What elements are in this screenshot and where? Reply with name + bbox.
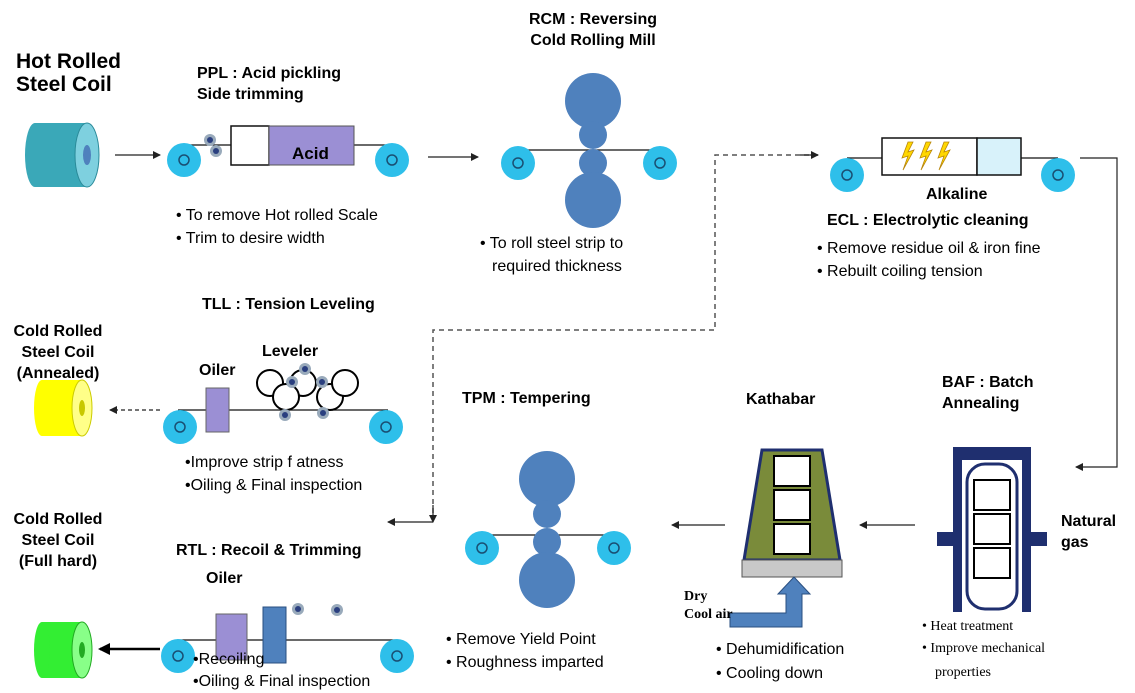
- baf-note-2: • Improve mechanical: [922, 641, 1046, 656]
- tll-line: [163, 363, 403, 444]
- ecl-line: [830, 137, 1075, 192]
- electrode-bolt-icon: [901, 141, 951, 171]
- ppl-line: [167, 125, 409, 177]
- tll-title: TLL : Tension Leveling: [202, 296, 375, 313]
- ecl-note-1: • Remove residue oil & iron fine: [817, 240, 1041, 257]
- tpm-title: TPM : Tempering: [462, 390, 591, 407]
- baf-furnace: [937, 447, 1047, 612]
- full-hard-coil-icon: [34, 621, 93, 679]
- rtl-line: [161, 603, 414, 673]
- kathabar-note-1: • Dehumidification: [716, 641, 845, 658]
- dry-cool-air-label: Dry Cool air: [684, 589, 733, 623]
- ppl-title: PPL : Acid pickling Side trimming: [197, 65, 342, 103]
- full-hard-coil-label: Cold Rolled Steel Coil (Full hard): [13, 511, 103, 570]
- rtl-title: RTL : Recoil & Trimming: [176, 542, 362, 559]
- baf-note-3: properties: [935, 665, 991, 680]
- tpm-mill: [465, 451, 631, 608]
- acid-tank-label: Acid: [292, 144, 329, 163]
- ecl-note-2: • Rebuilt coiling tension: [817, 263, 983, 280]
- rtl-note-1: •Recoiling: [193, 651, 265, 668]
- tll-oiler-label: Oiler: [199, 362, 236, 379]
- cool-air-arrow: [729, 576, 812, 628]
- kathabar-unit: [729, 448, 843, 628]
- rcm-mill: [501, 73, 677, 228]
- alkaline-tank-label: Alkaline: [926, 186, 988, 203]
- rtl-oiler-label: Oiler: [206, 570, 243, 587]
- annealed-coil-icon: [34, 379, 93, 437]
- natural-gas-label: Natural gas: [1061, 513, 1117, 551]
- ecl-title: ECL : Electrolytic cleaning: [827, 212, 1029, 229]
- baf-note-1: • Heat treatment: [922, 619, 1014, 634]
- hot-rolled-coil-icon: [25, 122, 100, 188]
- rcm-title: RCM : Reversing Cold Rolling Mill: [528, 11, 658, 49]
- tll-note-1: •Improve strip f atness: [185, 454, 344, 471]
- kathabar-note-2: • Cooling down: [716, 665, 823, 682]
- hot-rolled-coil-label: Hot Rolled Steel Coil: [16, 50, 121, 97]
- rcm-note-2: required thickness: [492, 258, 622, 275]
- ppl-note-1: • To remove Hot rolled Scale: [176, 207, 378, 224]
- ppl-note-2: • Trim to desire width: [176, 230, 325, 247]
- dashed-route: [432, 154, 818, 520]
- tpm-note-1: • Remove Yield Point: [446, 631, 596, 648]
- rtl-note-2: •Oiling & Final inspection: [193, 673, 371, 690]
- kathabar-title: Kathabar: [746, 391, 816, 408]
- tll-note-2: •Oiling & Final inspection: [185, 477, 363, 494]
- flow-arrow: [1075, 157, 1118, 471]
- tpm-note-2: • Roughness imparted: [446, 654, 604, 671]
- rcm-note-1: • To roll steel strip to: [480, 235, 624, 252]
- tll-leveler-label: Leveler: [262, 343, 319, 360]
- baf-title: BAF : Batch Annealing: [942, 374, 1034, 412]
- annealed-coil-label: Cold Rolled Steel Coil (Annealed): [13, 323, 103, 382]
